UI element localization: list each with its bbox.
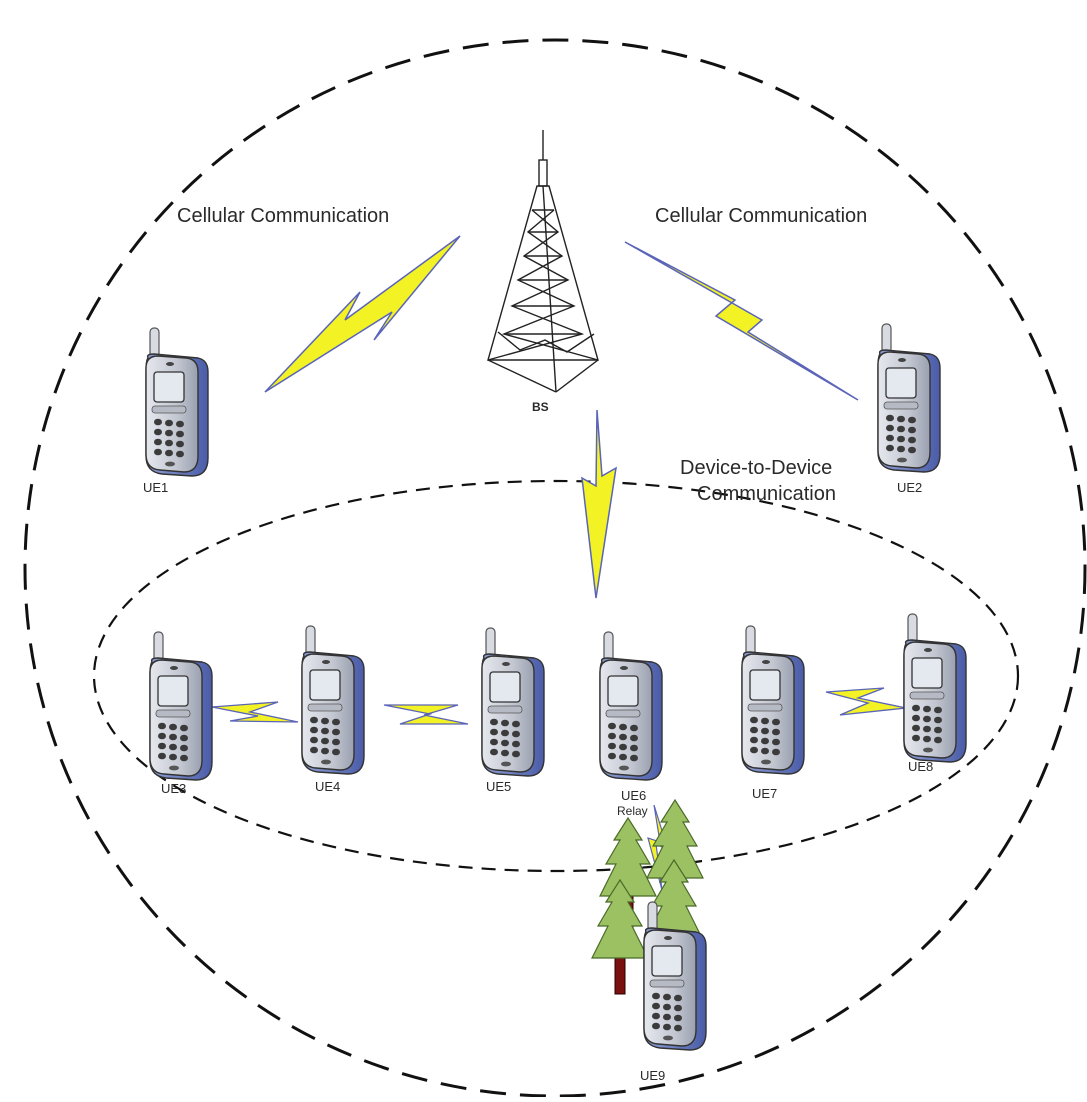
ue7-label: UE7 (752, 786, 777, 801)
ue2-phone-icon (877, 323, 941, 473)
base-station-tower-icon (487, 130, 599, 393)
d2d-link-ue4-ue5-bolt-icon (383, 704, 469, 725)
cellular-communication-left-label: Cellular Communication (177, 205, 389, 227)
d2d-communication-label-line1: Device-to-Device (680, 457, 832, 479)
relay-label: Relay (617, 804, 648, 818)
ue9-label: UE9 (640, 1068, 665, 1083)
ue4-label: UE4 (315, 779, 340, 794)
cellular-link-ue1-bolt-icon (264, 235, 461, 393)
ue3-label: UE3 (161, 781, 186, 796)
ue8-label: UE8 (908, 759, 933, 774)
tree-icon (591, 879, 649, 995)
cellular-link-ue2-bolt-icon (624, 241, 859, 401)
cell-coverage-boundary (23, 38, 1087, 1098)
bs-label: BS (532, 400, 549, 414)
ue1-phone-icon (145, 327, 209, 477)
d2d-link-ue3-ue4-bolt-icon (211, 701, 299, 723)
ue3-phone-icon (149, 631, 213, 781)
ue7-phone-icon (741, 625, 805, 775)
d2d-cluster-boundary (92, 479, 1020, 873)
d2d-communication-label-line2: Communication (697, 483, 836, 505)
ue8-phone-icon (903, 613, 967, 763)
ue5-label: UE5 (486, 779, 511, 794)
ue6-phone-icon (599, 631, 663, 781)
d2d-link-ue7-ue8-bolt-icon (825, 687, 907, 716)
cellular-communication-right-label: Cellular Communication (655, 205, 867, 227)
ue1-label: UE1 (143, 480, 168, 495)
ue2-label: UE2 (897, 480, 922, 495)
ue4-phone-icon (301, 625, 365, 775)
cellular-link-ue6-bolt-icon (581, 409, 617, 599)
ue5-phone-icon (481, 627, 545, 777)
ue6-label: UE6 (621, 788, 646, 803)
